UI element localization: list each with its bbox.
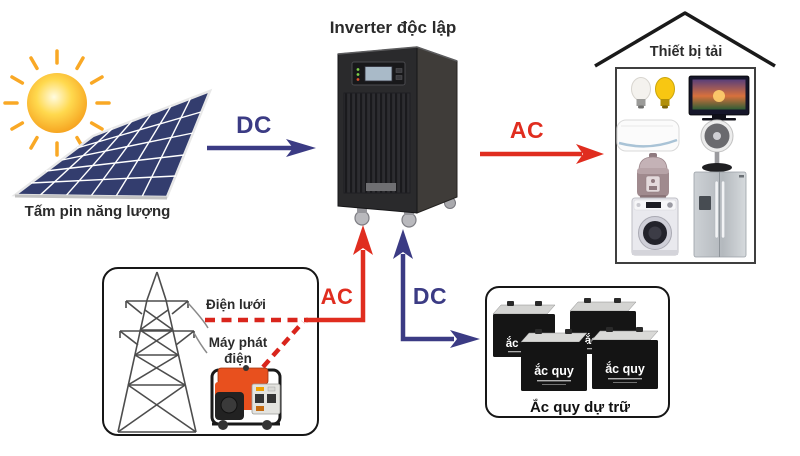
ac-label-grid-to-inverter: AC [320,284,354,309]
inverter-icon [337,46,458,228]
dc-label-inverter-to-battery: DC [412,283,448,309]
generator-label: Máy phát điện [198,335,278,367]
generator-label-line2: điện [224,351,252,366]
dc-label-solar-to-inverter: DC [236,112,272,139]
dc-arrow-solar-to-inverter [207,139,316,157]
grid-label: Điện lưới [206,297,266,312]
house-body [615,67,756,264]
inverter-title: Inverter độc lập [329,18,457,37]
sun-icon [3,49,111,157]
ac-arrow-inverter-to-load [480,144,604,164]
generator-label-line1: Máy phát [208,335,268,350]
solar-panel-icon [11,88,213,200]
battery-box-caption: Ắc quy dự trữ [529,399,631,416]
load-house-label: Thiết bị tải [649,44,723,60]
solar-panel-label: Tấm pin năng lượng [24,203,171,220]
ac-label-inverter-to-load: AC [509,117,545,143]
